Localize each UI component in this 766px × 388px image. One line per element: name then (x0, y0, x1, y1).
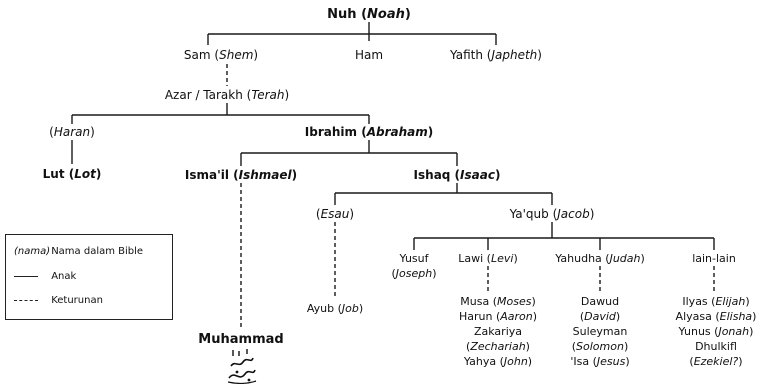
desc-dawud: Dawud (580, 295, 620, 308)
name-lut: Lut (42, 167, 65, 181)
desc-solomon: (Solomon) (571, 340, 629, 353)
desc-ezekiel: (Ezekiel?) (689, 355, 743, 368)
node-lawi: Lawi (Levi) (458, 252, 518, 265)
node-ismail: Isma'il (Ishmael) (184, 168, 298, 182)
name-sam: Sam (183, 48, 211, 62)
bible-levi: Levi (490, 252, 514, 265)
legend-key-italic: (nama) (14, 246, 51, 257)
name-muhammad: Muhammad (198, 332, 284, 347)
desc-zechariah: (Zechariah) (466, 340, 530, 353)
legend-dashed-line (14, 299, 38, 301)
bible-judah: Judah (609, 252, 641, 265)
desc-ilyas: Ilyas (Elijah) (682, 295, 750, 308)
legend-label-descendant: Keturunan (51, 295, 103, 306)
name-ayub: Ayub (306, 302, 335, 315)
name-lawi: Lawi (458, 252, 484, 265)
desc-alyasa: Alyasa (Elisha) (675, 310, 757, 323)
node-ishaq: Ishaq (Isaac) (413, 168, 501, 182)
node-yahudha: Yahudha (Judah) (555, 252, 645, 265)
node-yafith: Yafith (Japheth) (450, 48, 542, 62)
name-nuh: Nuh (327, 7, 357, 22)
bible-lot: Lot (74, 167, 96, 181)
desc-yunus: Yunus (Jonah) (678, 325, 754, 338)
levi-descendants: Musa (Moses) Harun (Aaron) Zakariya (Zec… (459, 294, 537, 369)
node-yaqub: Ya'qub (Jacob) (509, 207, 595, 221)
name-ishaq: Ishaq (413, 168, 451, 182)
desc-david: (David) (579, 310, 621, 323)
name-yusuf: Yusuf (399, 252, 429, 265)
bible-terah: Terah (251, 88, 285, 102)
name-azar: Azar / Tarakh (164, 88, 243, 102)
bible-jacob: Jacob (557, 207, 590, 221)
bible-esau: Esau (320, 207, 350, 221)
node-ayub: Ayub (Job) (306, 302, 364, 315)
bible-haran: Haran (53, 125, 91, 139)
name-yahudha: Yahudha (555, 252, 602, 265)
name-ham: Ham (354, 48, 384, 62)
legend-row-descendant: Keturunan (14, 294, 103, 308)
bible-shem: Shem (219, 48, 254, 62)
desc-suleyman: Suleyman (572, 325, 628, 338)
desc-harun: Harun (Aaron) (458, 310, 538, 323)
legend: (nama) Nama dalam Bible Anak Keturunan (5, 234, 173, 320)
name-ibrahim: Ibrahim (304, 125, 358, 139)
desc-musa: Musa (Moses) (460, 295, 536, 308)
legend-solid-line (14, 275, 38, 277)
bible-joseph: Joseph (395, 267, 433, 280)
bible-ishmael: Ishmael (238, 168, 292, 182)
name-yaqub: Ya'qub (509, 207, 549, 221)
node-sam: Sam (Shem) (183, 48, 259, 62)
bible-japheth: Japheth (491, 48, 538, 62)
desc-isa: 'Isa (Jesus) (570, 355, 630, 368)
bible-noah: Noah (367, 7, 405, 22)
legend-row-bible: (nama) Nama dalam Bible (14, 245, 143, 259)
bible-abraham: Abraham (366, 125, 428, 139)
name-ismail: Isma'il (184, 168, 229, 182)
calligraphy-icon (227, 349, 257, 384)
node-nuh: Nuh (Noah) (327, 7, 411, 22)
bible-job: Job (341, 302, 359, 315)
desc-zakariya: Zakariya (473, 325, 523, 338)
node-yusuf: Yusuf (Joseph) (391, 252, 437, 280)
node-lut: Lut (Lot) (42, 167, 102, 181)
name-lain-lain: lain-lain (692, 252, 736, 265)
node-muhammad: Muhammad (198, 332, 283, 347)
desc-yahya: Yahya (John) (463, 355, 533, 368)
name-yafith: Yafith (450, 48, 483, 62)
judah-descendants: Dawud (David) Suleyman (Solomon) 'Isa (J… (570, 294, 629, 369)
others-descendants: Ilyas (Elijah) Alyasa (Elisha) Yunus (Jo… (676, 294, 757, 369)
legend-row-child: Anak (14, 270, 76, 284)
legend-label-bible: Nama dalam Bible (51, 246, 144, 257)
node-ibrahim: Ibrahim (Abraham) (304, 125, 434, 139)
node-azar: Azar / Tarakh (Terah) (164, 88, 290, 102)
node-lain-lain: lain-lain (692, 251, 736, 266)
bible-isaac: Isaac (460, 168, 495, 182)
desc-dhulkifl: Dhulkifl (695, 340, 737, 353)
legend-label-child: Anak (51, 271, 77, 282)
node-haran: (Haran) (49, 125, 95, 139)
node-esau: (Esau) (315, 207, 355, 221)
node-ham: Ham (355, 48, 383, 63)
